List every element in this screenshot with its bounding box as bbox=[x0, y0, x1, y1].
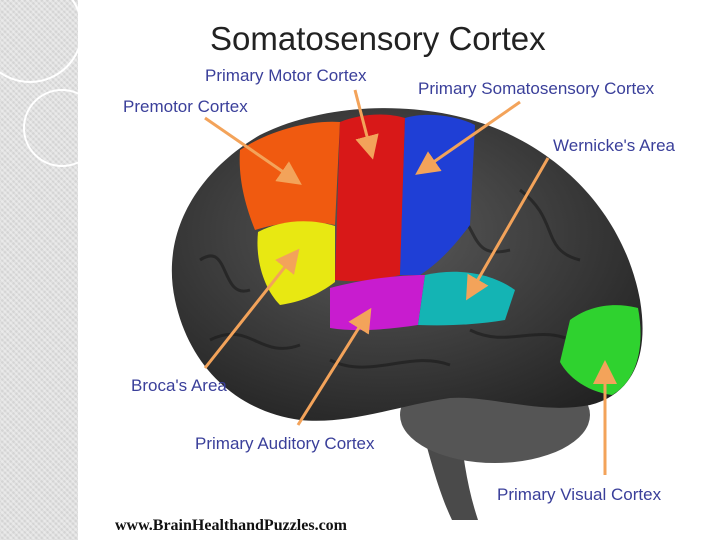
arrow-premotor bbox=[204, 116, 302, 185]
arrow-auditory bbox=[296, 307, 372, 426]
label-brocas-area: Broca's Area bbox=[131, 376, 227, 395]
primary-motor-region bbox=[335, 114, 405, 282]
arrow-primary-somatosensory bbox=[415, 100, 521, 175]
arrow-primary-motor bbox=[353, 89, 379, 160]
decorative-sidebar bbox=[0, 0, 78, 540]
source-credit: www.BrainHealthandPuzzles.com bbox=[115, 517, 347, 534]
label-primary-somatosensory-cortex: Primary Somatosensory Cortex bbox=[418, 79, 655, 98]
visual-region bbox=[560, 305, 641, 395]
label-premotor-cortex: Premotor Cortex bbox=[123, 97, 248, 116]
sidebar-circle-2 bbox=[23, 89, 78, 167]
arrow-wernicke bbox=[466, 157, 550, 301]
label-wernickes-area: Wernicke's Area bbox=[553, 136, 675, 155]
arrow-broca bbox=[203, 248, 300, 369]
label-primary-auditory-cortex: Primary Auditory Cortex bbox=[195, 434, 375, 453]
label-arrows bbox=[203, 89, 617, 475]
sidebar-circle-1 bbox=[0, 0, 78, 83]
gyri-texture bbox=[199, 188, 581, 369]
slide-title: Somatosensory Cortex bbox=[210, 20, 546, 57]
sidebar-circles bbox=[0, 0, 78, 167]
label-primary-visual-cortex: Primary Visual Cortex bbox=[497, 485, 662, 504]
label-primary-motor-cortex: Primary Motor Cortex bbox=[205, 66, 367, 85]
